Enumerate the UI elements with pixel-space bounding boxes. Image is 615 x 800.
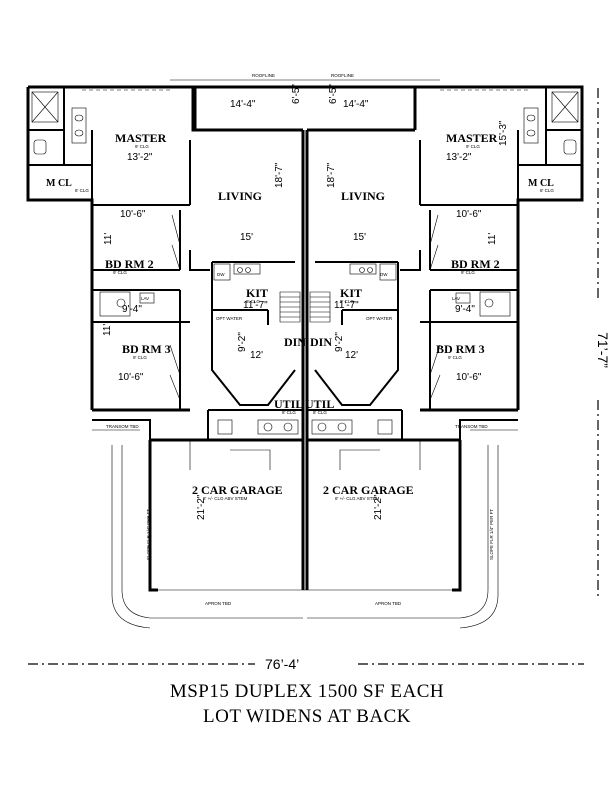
- right-garage-depth: 21'-2": [373, 494, 384, 520]
- right-bd2-label: BD RM 2: [451, 257, 500, 271]
- left-apron: APRON TBD: [205, 601, 232, 606]
- right-opt-water: OPT WATER: [366, 316, 393, 321]
- right-garage-label: 2 CAR GARAGE: [323, 483, 414, 497]
- right-din-depth: 9'-2": [334, 332, 345, 352]
- right-apron: APRON TBD: [375, 601, 402, 606]
- roofline-label-left: ROOFLINE: [252, 73, 275, 78]
- right-kit-width: 11'-7": [334, 300, 359, 311]
- right-porch-width: 14'-4": [343, 99, 369, 110]
- left-unit-walls: [28, 87, 303, 629]
- right-living-depth: 18'-7": [326, 162, 337, 188]
- overall-depth-label: 71’-7”: [595, 332, 611, 368]
- right-porch-depth: 6'-5": [328, 84, 339, 104]
- right-master-clg: 9' CLG: [466, 144, 480, 149]
- overall-width-dimension: 76’-4’: [28, 656, 584, 672]
- left-bd2-label: BD RM 2: [105, 257, 154, 271]
- right-bath2-width: 9'-4": [455, 304, 475, 315]
- left-bd3-width: 10'-6": [118, 372, 144, 383]
- left-bd2-clg: 9' CLG: [113, 270, 127, 275]
- left-garage-label: 2 CAR GARAGE: [192, 483, 283, 497]
- left-mcl-label: M CL: [46, 178, 72, 189]
- right-mcl-label: M CL: [528, 178, 554, 189]
- right-bd2-clg: 9' CLG: [461, 270, 475, 275]
- left-living-label: LIVING: [218, 189, 262, 203]
- left-porch-depth: 6'-5": [291, 84, 302, 104]
- right-mcl-clg: 8' CLG: [540, 188, 554, 193]
- right-living-width: 15': [353, 232, 366, 243]
- right-unit-walls: [307, 87, 582, 629]
- left-bd3-depth: 11': [102, 324, 113, 336]
- left-living-width: 15': [240, 232, 253, 243]
- overall-depth-dimension: 71’-7”: [595, 88, 611, 600]
- left-slope: SLOPE FLR 1/4" PER FT: [146, 509, 151, 560]
- right-util-clg: 8' CLG: [313, 410, 327, 415]
- left-din-width: 12': [250, 350, 263, 361]
- roofline: ROOFLINE ROOFLINE: [82, 73, 530, 91]
- right-bd2-width: 10'-6": [456, 209, 482, 220]
- left-util-label: UTIL: [274, 397, 303, 411]
- left-master-width: 13'-2": [127, 152, 153, 163]
- left-master-clg: 9' CLG: [135, 144, 149, 149]
- left-util-clg: 8' CLG: [282, 410, 296, 415]
- right-transom: TRANSOM TBD: [455, 424, 488, 429]
- right-bd2-depth: 11': [487, 233, 498, 245]
- right-unit-labels: 14'-4" 6'-5" MASTER 9' CLG 13'-2" 15'-3"…: [305, 84, 554, 606]
- party-wall: [301, 130, 309, 590]
- left-kit-clg: 9' CLG: [246, 299, 260, 304]
- right-slope: SLOPE FLR 1/4" PER FT: [489, 509, 494, 560]
- left-bd2-width: 10'-6": [120, 209, 146, 220]
- left-lav: LAV: [141, 296, 149, 301]
- roofline-label-right: ROOFLINE: [331, 73, 354, 78]
- right-util-label: UTIL: [305, 397, 334, 411]
- left-dw: DW: [217, 272, 225, 277]
- right-din-label: DIN: [310, 335, 332, 349]
- overall-width-label: 76’-4’: [265, 656, 299, 672]
- left-porch-width: 14'-4": [230, 99, 256, 110]
- left-master-label: MASTER: [115, 131, 167, 145]
- right-master-width: 13'-2": [446, 152, 472, 163]
- left-garage-clg: 8' +/- CLG ABV STEM: [203, 496, 248, 501]
- right-din-width: 12': [345, 350, 358, 361]
- right-garage-clg: 8' +/- CLG ABV STEM: [335, 496, 380, 501]
- left-opt-water: OPT WATER: [216, 316, 243, 321]
- right-bd3-label: BD RM 3: [436, 342, 485, 356]
- right-lav: LAV: [452, 296, 460, 301]
- right-master-label: MASTER: [446, 131, 498, 145]
- right-dw: DW: [380, 272, 388, 277]
- right-kit-clg: 9' CLG: [340, 299, 354, 304]
- left-bath2-width: 9'-4": [122, 304, 142, 315]
- left-kit-label: KIT: [246, 286, 268, 300]
- right-bd3-width: 10'-6": [456, 372, 482, 383]
- right-kit-label: KIT: [340, 286, 362, 300]
- right-bd3-clg: 9' CLG: [448, 355, 462, 360]
- left-garage-depth: 21'-2": [196, 494, 207, 520]
- title-line-2: LOT WIDENS AT BACK: [203, 706, 411, 727]
- left-transom: TRANSOM TBD: [106, 424, 139, 429]
- right-living-label: LIVING: [341, 189, 385, 203]
- left-din-depth: 9'-2": [237, 332, 248, 352]
- left-din-label: DIN: [284, 335, 306, 349]
- right-master-depth: 15'-3": [498, 120, 509, 146]
- left-bd3-clg: 9' CLG: [133, 355, 147, 360]
- left-living-depth: 18'-7": [274, 162, 285, 188]
- left-kit-width: 11'-7": [243, 300, 268, 311]
- title-line-1: MSP15 DUPLEX 1500 SF EACH: [170, 681, 444, 702]
- left-bd3-label: BD RM 3: [122, 342, 171, 356]
- left-bd2-depth: 11': [103, 233, 114, 245]
- left-mcl-clg: 8' CLG: [75, 188, 89, 193]
- left-unit-labels: 14'-4" 6'-5" MASTER 9' CLG 13'-2" M CL 8…: [46, 84, 306, 606]
